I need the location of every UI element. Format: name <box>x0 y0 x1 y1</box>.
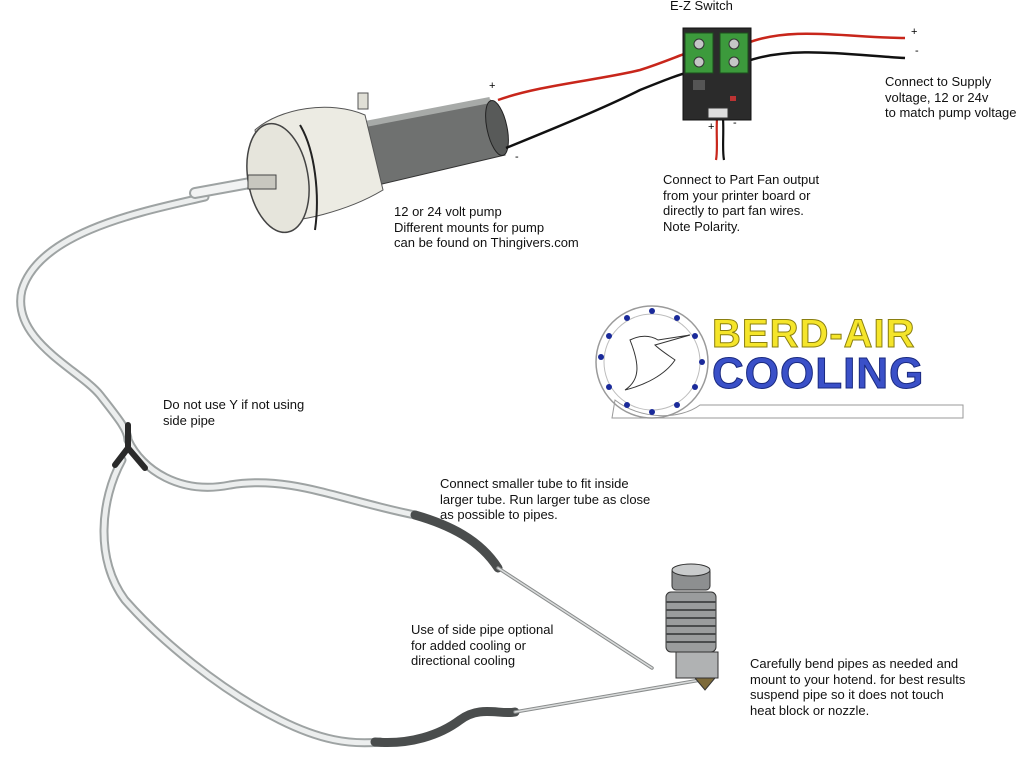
switch-title: E-Z Switch <box>670 0 733 13</box>
partfan-note: Connect to Part Fan output from your pri… <box>663 172 820 234</box>
hotend <box>665 563 719 691</box>
logo-line-1: BERD-AIR <box>712 312 916 356</box>
dark-tubing <box>370 510 520 748</box>
y-connector <box>112 422 148 471</box>
side-pipe-note: Use of side pipe optional for added cool… <box>411 622 554 668</box>
pump <box>246 92 509 234</box>
ez-switch-board <box>682 27 752 121</box>
cooling-pipes <box>496 566 714 714</box>
hotend-note: Carefully bend pipes as needed and mount… <box>750 656 966 718</box>
partfan-wires <box>714 117 726 161</box>
y-pipe-note: Do not use Y if not using side pipe <box>163 397 305 428</box>
supply-note: Connect to Supply voltage, 12 or 24v to … <box>885 74 1017 120</box>
pump-negative-mark: - <box>515 151 519 163</box>
partfan-positive-mark: + <box>708 121 715 133</box>
pump-wires <box>497 50 691 150</box>
supply-negative-mark: - <box>915 45 919 57</box>
logo-wordmark: BERD-AIR COOLING <box>712 312 964 398</box>
supply-wires <box>744 32 906 64</box>
pump-note: 12 or 24 volt pump Different mounts for … <box>394 204 579 250</box>
supply-positive-mark: + <box>911 26 918 38</box>
logo-line-2: COOLING <box>712 349 925 398</box>
logo-emblem <box>595 305 964 419</box>
tube-note: Connect smaller tube to fit inside large… <box>440 476 651 522</box>
pump-positive-mark: + <box>489 80 496 92</box>
partfan-negative-mark: - <box>733 117 737 129</box>
air-tubing <box>16 177 420 748</box>
